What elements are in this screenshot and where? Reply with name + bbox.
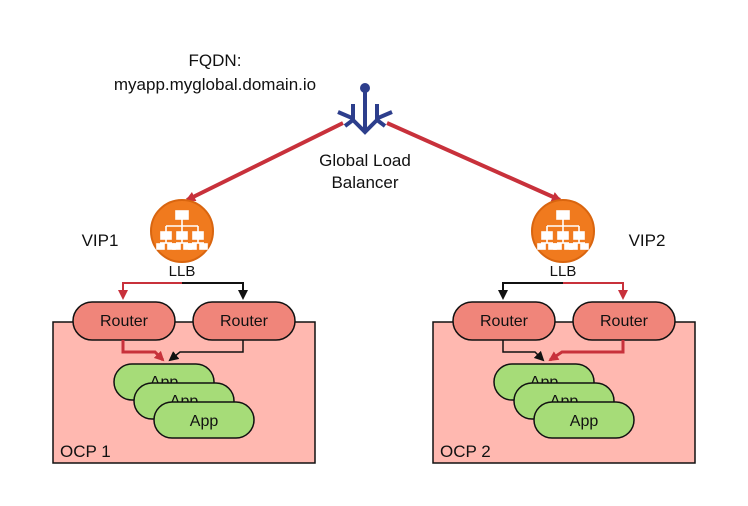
llb1-label: LLB [169, 263, 196, 280]
router-1b: Router [192, 301, 296, 341]
router-label: Router [220, 313, 269, 330]
cluster-ocp2-label: OCP 2 [440, 442, 491, 461]
app-label: App [190, 413, 219, 430]
app-1-c: App [153, 401, 255, 439]
site-1: VIP1 OCP 1 [52, 199, 316, 464]
router-label: Router [600, 313, 649, 330]
global-load-balancer-icon [337, 83, 393, 135]
fqdn-value: myapp.myglobal.domain.io [114, 75, 316, 94]
router-2a-to-app-arrow [502, 340, 545, 362]
llb2-to-router-a-arrow [498, 282, 563, 300]
glb-to-llb1-arrow [185, 121, 344, 202]
router-1b-to-app-arrow [168, 340, 244, 362]
router-label: Router [100, 313, 149, 330]
app-2-c: App [533, 401, 635, 439]
router-1a-to-app-arrow [121, 340, 165, 362]
vip2-label: VIP2 [629, 231, 666, 250]
cluster-ocp1-label: OCP 1 [60, 442, 111, 461]
glb-to-llb2-arrow [386, 121, 562, 202]
router-1a: Router [72, 301, 176, 341]
llb1-to-router-b-arrow [182, 282, 248, 300]
fqdn-label: FQDN: [189, 51, 242, 70]
router-2a: Router [452, 301, 556, 341]
glb-label-line2: Balancer [331, 173, 398, 192]
llb1-to-router-a-arrow [118, 282, 182, 300]
router-2b: Router [572, 301, 676, 341]
llb1-icon [150, 199, 214, 263]
glb-label-line1: Global Load [319, 151, 411, 170]
site-2: VIP2 OCP 2 [432, 199, 696, 464]
vip1-label: VIP1 [82, 231, 119, 250]
router-2b-to-app-arrow [548, 340, 625, 362]
llb2-icon [531, 199, 595, 263]
llb2-label: LLB [550, 263, 577, 280]
router-label: Router [480, 313, 529, 330]
app-label: App [570, 413, 599, 430]
llb2-to-router-b-arrow [563, 282, 628, 300]
